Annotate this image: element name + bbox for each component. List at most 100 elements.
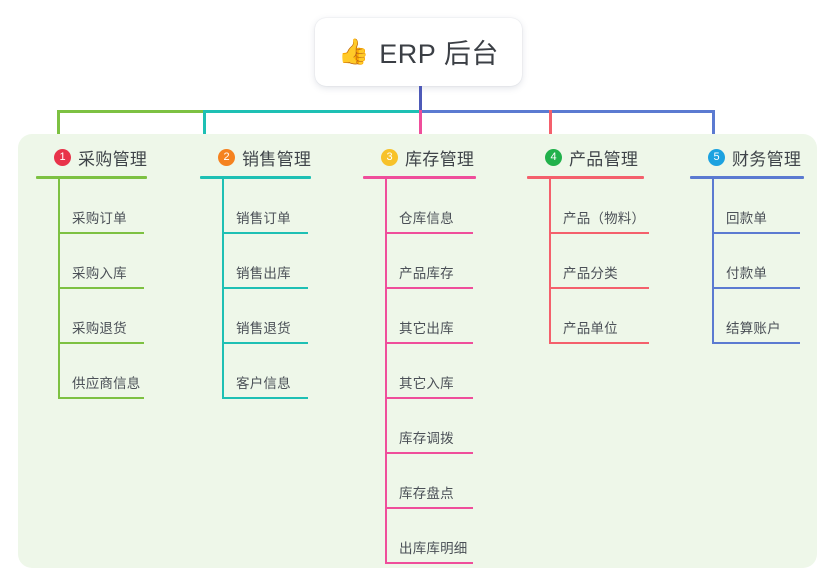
- branch-item-list-4: 产品（物料） 产品分类产品单位: [527, 179, 687, 344]
- branch-item[interactable]: 采购入库: [36, 234, 186, 289]
- branch-header-rule-1: [36, 176, 147, 179]
- branch-item-label: 销售订单: [236, 211, 291, 226]
- branch-item-label: 产品单位: [563, 321, 618, 336]
- branch-badge-4: 4: [545, 148, 562, 166]
- branch-item[interactable]: 产品库存: [363, 234, 513, 289]
- branch-spine-5: [712, 179, 714, 344]
- branch-item[interactable]: 供应商信息: [36, 344, 186, 399]
- branch-item-label: 客户信息: [236, 376, 291, 391]
- branch-item-label: 库存调拨: [399, 431, 454, 446]
- branch-item[interactable]: 出库库明细: [363, 509, 513, 564]
- branch-header-1[interactable]: 1 采购管理: [36, 144, 186, 170]
- branch-drop-connector-1: [57, 110, 60, 134]
- branch-column-2: 2 销售管理销售订单销售出库销售退货客户信息: [200, 144, 350, 399]
- branch-title-1: 采购管理: [78, 149, 148, 169]
- branch-item-rule: [385, 232, 473, 234]
- branch-drop-connector-5: [712, 110, 715, 134]
- branch-header-4[interactable]: 4 产品管理: [527, 144, 687, 170]
- branch-column-1: 1 采购管理采购订单采购入库采购退货供应商信息: [36, 144, 186, 399]
- branch-header-rule-4: [527, 176, 644, 179]
- branch-item[interactable]: 销售订单: [200, 179, 350, 234]
- branch-header-3[interactable]: 3 库存管理: [363, 144, 513, 170]
- branch-item[interactable]: 客户信息: [200, 344, 350, 399]
- branch-item-label: 采购入库: [72, 266, 127, 281]
- branch-title-5: 财务管理: [732, 149, 802, 169]
- branch-item-label: 付款单: [726, 266, 768, 281]
- branch-item-label: 产品（物料）: [563, 211, 646, 226]
- branch-badge-2: 2: [218, 148, 235, 166]
- branch-spine-3: [385, 179, 387, 564]
- branch-item-rule: [222, 342, 308, 344]
- branch-badge-1: 1: [54, 148, 71, 166]
- branch-item-rule: [385, 287, 473, 289]
- branch-item-label: 销售退货: [236, 321, 291, 336]
- branch-header-rule-2: [200, 176, 311, 179]
- horizontal-bar-segment-1: [57, 110, 203, 113]
- branch-item-rule: [549, 232, 649, 234]
- branch-column-3: 3 库存管理仓库信息产品库存其它出库其它入库库存调拨库存盘点出库库明细: [363, 144, 513, 564]
- branch-item-rule: [58, 397, 144, 399]
- branch-item-label: 采购订单: [72, 211, 127, 226]
- horizontal-bar-segment-2: [203, 110, 419, 113]
- branch-drop-connector-3: [419, 110, 422, 134]
- branch-item-list-3: 仓库信息产品库存其它出库其它入库库存调拨库存盘点出库库明细: [363, 179, 513, 564]
- branch-item-list-2: 销售订单销售出库销售退货客户信息: [200, 179, 350, 399]
- branch-item[interactable]: 仓库信息: [363, 179, 513, 234]
- branch-item-rule: [222, 287, 308, 289]
- branch-item[interactable]: 销售出库: [200, 234, 350, 289]
- branch-item-rule: [712, 287, 800, 289]
- branch-item[interactable]: 其它入库: [363, 344, 513, 399]
- branch-item[interactable]: 库存调拨: [363, 399, 513, 454]
- diagram-background-panel: [18, 134, 817, 568]
- branch-item[interactable]: 付款单: [690, 234, 830, 289]
- branch-item-label: 供应商信息: [72, 376, 141, 391]
- branch-badge-3: 3: [381, 148, 398, 166]
- branch-item[interactable]: 其它出库: [363, 289, 513, 344]
- branch-item-rule: [385, 342, 473, 344]
- branch-item-list-5: 回款单付款单结算账户: [690, 179, 830, 344]
- branch-item[interactable]: 产品单位: [527, 289, 687, 344]
- thumbs-up-icon: 👍: [338, 36, 370, 66]
- horizontal-bar-segment-3: [419, 110, 713, 113]
- branch-item-rule: [385, 507, 473, 509]
- branch-title-3: 库存管理: [405, 149, 475, 169]
- branch-item-rule: [549, 287, 649, 289]
- branch-item-rule: [712, 232, 800, 234]
- root-node-card[interactable]: 👍 ERP 后台: [315, 18, 522, 86]
- branch-item-list-1: 采购订单采购入库采购退货供应商信息: [36, 179, 186, 399]
- branch-column-4: 4 产品管理产品（物料） 产品分类产品单位: [527, 144, 687, 344]
- branch-spine-2: [222, 179, 224, 399]
- branch-item-rule: [58, 232, 144, 234]
- branch-item-label: 其它出库: [399, 321, 454, 336]
- branch-header-2[interactable]: 2 销售管理: [200, 144, 350, 170]
- branch-item-label: 结算账户: [726, 321, 781, 336]
- branch-item[interactable]: 回款单: [690, 179, 830, 234]
- branch-drop-connector-2: [203, 110, 206, 134]
- root-node-content: 👍 ERP 后台: [338, 32, 499, 71]
- branch-item-rule: [385, 452, 473, 454]
- branch-drop-connector-4: [549, 110, 552, 134]
- branch-item-label: 产品库存: [399, 266, 454, 281]
- branch-item-label: 产品分类: [563, 266, 618, 281]
- branch-title-2: 销售管理: [242, 149, 312, 169]
- branch-item-label: 出库库明细: [399, 541, 468, 556]
- branch-item[interactable]: 结算账户: [690, 289, 830, 344]
- branch-title-4: 产品管理: [569, 149, 639, 169]
- branch-item-rule: [549, 342, 649, 344]
- branch-item-rule: [58, 342, 144, 344]
- branch-item[interactable]: 产品分类: [527, 234, 687, 289]
- branch-item[interactable]: 销售退货: [200, 289, 350, 344]
- branch-item-label: 仓库信息: [399, 211, 454, 226]
- branch-item[interactable]: 采购退货: [36, 289, 186, 344]
- branch-item[interactable]: 产品（物料）: [527, 179, 687, 234]
- branch-item-rule: [222, 397, 308, 399]
- branch-item-rule: [58, 287, 144, 289]
- branch-item-rule: [385, 397, 473, 399]
- branch-item[interactable]: 采购订单: [36, 179, 186, 234]
- branch-item[interactable]: 库存盘点: [363, 454, 513, 509]
- branch-item-rule: [222, 232, 308, 234]
- branch-item-label: 其它入库: [399, 376, 454, 391]
- branch-item-label: 销售出库: [236, 266, 291, 281]
- branch-header-rule-3: [363, 176, 476, 179]
